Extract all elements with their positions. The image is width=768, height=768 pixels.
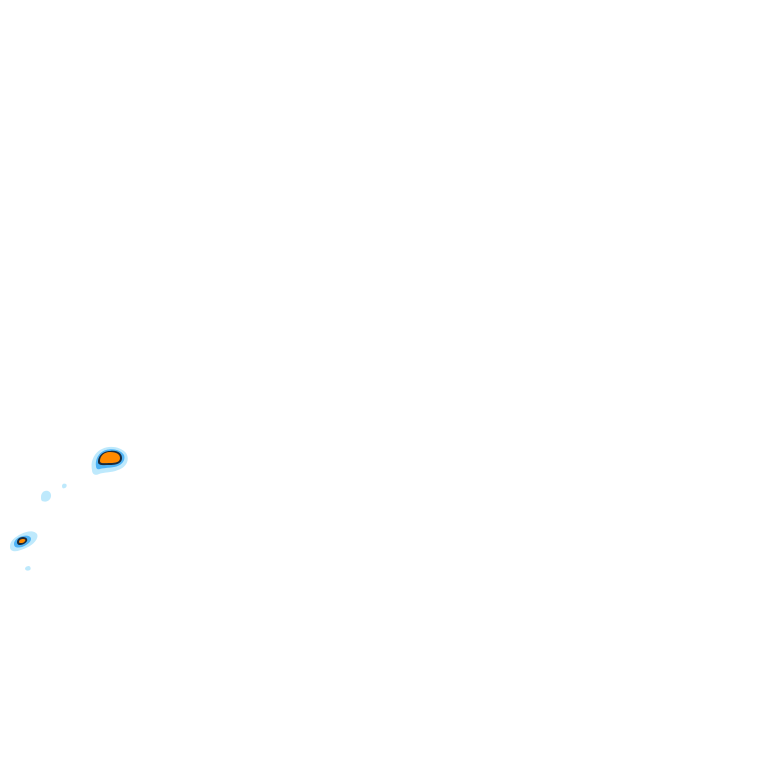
precip-speck-mid[interactable] — [41, 490, 52, 502]
precip-cell-south[interactable] — [10, 531, 38, 552]
precip-cell-north-core — [100, 452, 120, 464]
precip-cell-south-core — [19, 539, 26, 543]
precip-speck-small[interactable] — [62, 483, 67, 489]
precip-speck-bottom[interactable] — [25, 566, 31, 571]
precip-cell-north[interactable] — [91, 446, 128, 475]
